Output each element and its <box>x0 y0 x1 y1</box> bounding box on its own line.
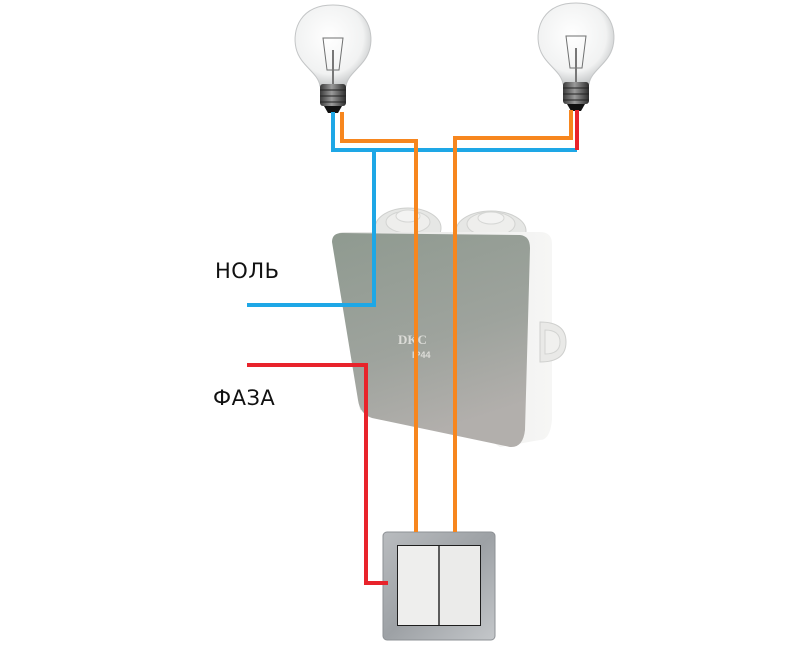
box-brand-text: DKC <box>398 332 427 347</box>
lamp-left <box>294 4 372 113</box>
wire-switched-2 <box>453 110 573 532</box>
phase-label: ФАЗА <box>213 386 276 410</box>
two-gang-switch <box>382 531 496 641</box>
box-rating-text: IP44 <box>412 350 431 360</box>
wire-neutral <box>331 112 577 152</box>
neutral-label: НОЛЬ <box>215 259 280 283</box>
wire-switched-1 <box>340 112 418 532</box>
junction-box: DKC IP44 <box>332 207 567 448</box>
wire-phase <box>247 363 388 585</box>
wire-neutral-feed <box>247 150 376 307</box>
lamp-right <box>537 2 615 111</box>
